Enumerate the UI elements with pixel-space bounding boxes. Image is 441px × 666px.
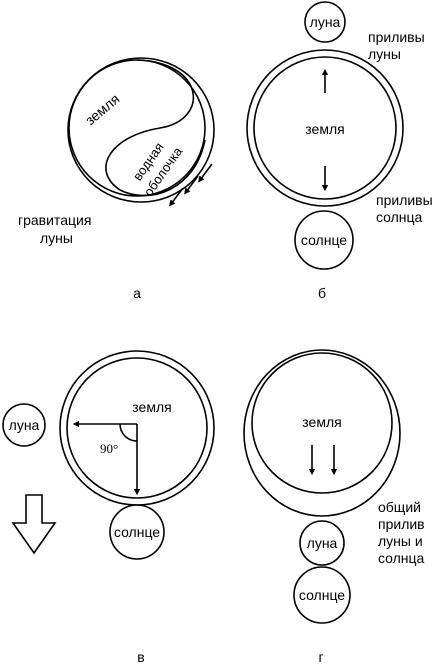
total-tide-label-4: солнца — [378, 550, 425, 566]
sun-tides-label-2: солнца — [376, 209, 423, 225]
moon-tides-label-2: луны — [368, 46, 401, 62]
sun-tides-label-1: приливы — [376, 192, 433, 208]
moon-circle — [2, 403, 46, 447]
right-angle-arc — [119, 423, 138, 442]
sun-label: солнце — [114, 524, 160, 540]
panel-v: луна земля 90° солнце в — [2, 350, 215, 665]
sun-circle — [293, 566, 351, 624]
moon-circle — [304, 1, 346, 43]
panel-g: земля общий прилив луны и солнца луна со… — [243, 349, 425, 665]
moon-label: луна — [310, 14, 341, 30]
moon-label: луна — [9, 417, 40, 433]
gravity-arrow-2 — [184, 175, 199, 195]
water-shell-outline — [67, 57, 215, 203]
gravity-arrow-3 — [198, 163, 213, 183]
caption-v: в — [137, 649, 144, 665]
panel-b: луна приливы луны земля приливы солнца с… — [246, 1, 433, 301]
water-shell-outline — [246, 49, 404, 207]
water-envelope-curve — [105, 59, 206, 197]
sun-label: солнце — [301, 232, 347, 248]
moon-label: луна — [307, 535, 338, 551]
sun-circle — [109, 504, 165, 560]
earth-circle — [253, 56, 397, 200]
earth-label: земля — [82, 91, 122, 129]
caption-a: а — [133, 285, 141, 301]
total-tide-label-2: прилив — [378, 516, 425, 532]
panel-a: земля водная оболочка гравитация луны а — [18, 57, 215, 301]
moon-tides-label-1: приливы — [368, 29, 425, 45]
sun-circle — [294, 210, 354, 270]
earth-circle — [251, 352, 393, 494]
caption-b: б — [318, 285, 326, 301]
angle-label: 90° — [100, 441, 118, 456]
sun-label: солнце — [299, 587, 345, 603]
gravity-label-2: луны — [40, 230, 73, 246]
gravity-label-1: гравитация — [18, 212, 91, 228]
earth-label: земля — [302, 414, 341, 430]
earth-label: земля — [305, 121, 344, 137]
gravity-arrow-1 — [169, 187, 184, 207]
total-tide-label-3: луны и — [378, 533, 423, 549]
earth-label: земля — [132, 399, 171, 415]
moon-circle — [299, 520, 345, 566]
caption-g: г — [318, 649, 323, 665]
hollow-down-arrow-icon — [11, 494, 57, 555]
total-tide-label-1: общий — [378, 499, 421, 515]
earth-circle — [66, 357, 208, 499]
water-shell-outline — [243, 349, 401, 517]
